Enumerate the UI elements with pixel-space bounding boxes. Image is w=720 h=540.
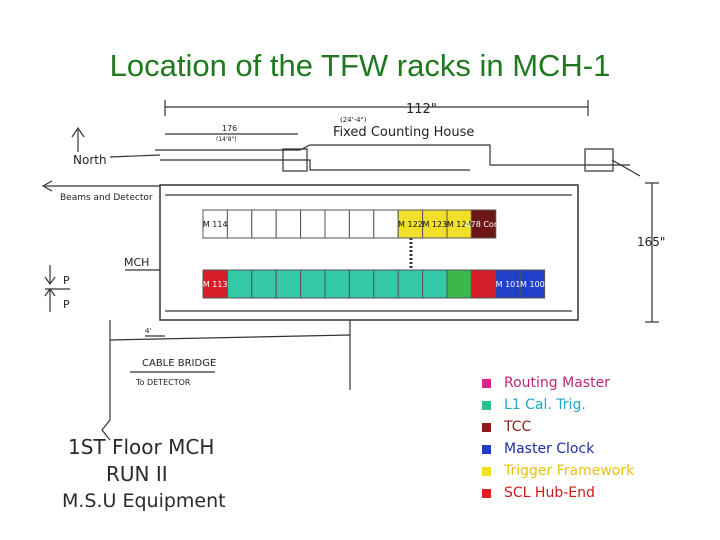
legend-swatch bbox=[482, 422, 491, 432]
depth-label: 165" bbox=[637, 235, 665, 249]
legend-label: Routing Master bbox=[504, 375, 610, 391]
bottom-rack bbox=[348, 269, 375, 299]
bottom-rack bbox=[470, 269, 497, 299]
p-label-2: P bbox=[63, 298, 70, 311]
legend-swatch bbox=[482, 400, 491, 410]
legend-label: TCC bbox=[504, 419, 532, 435]
top-rack bbox=[373, 209, 399, 239]
top-rack bbox=[348, 209, 375, 239]
top-rack bbox=[446, 209, 472, 239]
counting-house-outline bbox=[155, 144, 630, 166]
counting-house-box-left bbox=[282, 148, 308, 172]
bottom-rack bbox=[446, 269, 472, 299]
mch-label: MCH bbox=[124, 256, 149, 269]
top-rack-label: M 122 bbox=[398, 220, 423, 229]
legend-item: SCL Hub-End bbox=[482, 482, 595, 504]
top-rack bbox=[397, 209, 424, 239]
legend-swatch bbox=[482, 444, 491, 454]
top-rack-label: M 114 bbox=[203, 220, 228, 229]
overall-dimension-label: 112" bbox=[406, 102, 437, 117]
legend-swatch bbox=[482, 488, 491, 498]
bottom-rack-label: M 100 bbox=[520, 280, 545, 289]
top-rack bbox=[324, 209, 350, 239]
cable-bridge-outline bbox=[101, 320, 111, 441]
msu-note: M.S.U Equipment bbox=[62, 490, 226, 512]
bottom-rack bbox=[275, 269, 302, 299]
bottom-rack bbox=[422, 269, 448, 299]
counting-house-width-sub-label: (14'8") bbox=[216, 136, 237, 143]
bottom-rack bbox=[251, 269, 277, 299]
legend-swatch bbox=[482, 378, 491, 388]
legend-label: SCL Hub-End bbox=[504, 485, 595, 501]
legend-label: L1 Cal. Trig. bbox=[504, 397, 586, 413]
bottom-rack bbox=[519, 269, 546, 299]
legend-item: L1 Cal. Trig. bbox=[482, 394, 586, 416]
top-rack bbox=[300, 209, 326, 239]
mch-room-outline bbox=[159, 184, 579, 321]
bottom-rack bbox=[373, 269, 399, 299]
p-label-1: P bbox=[63, 274, 70, 287]
fixed-counting-house-label: Fixed Counting House bbox=[333, 125, 474, 140]
floor-note: 1ST Floor MCH bbox=[68, 435, 215, 459]
bottom-rack bbox=[397, 269, 424, 299]
top-rack-label: A78 Cont bbox=[465, 220, 502, 229]
top-rack bbox=[251, 209, 277, 239]
bottom-rack-label: M 101 bbox=[496, 280, 521, 289]
legend-label: Trigger Framework bbox=[504, 463, 635, 479]
top-rack-label: M 123 bbox=[422, 220, 447, 229]
counting-house-box-right bbox=[584, 148, 614, 172]
legend-item: TCC bbox=[482, 416, 531, 438]
page-title: Location of the TFW racks in MCH-1 bbox=[109, 48, 611, 83]
top-rack bbox=[226, 209, 253, 239]
legend-item: Trigger Framework bbox=[482, 460, 634, 482]
top-rack bbox=[275, 209, 302, 239]
cable-bridge-label: CABLE BRIDGE bbox=[142, 358, 216, 369]
north-label: North bbox=[73, 153, 107, 167]
top-rack bbox=[470, 209, 497, 239]
beams-detector-label: Beams and Detector bbox=[60, 193, 153, 203]
bottom-rack bbox=[495, 269, 521, 299]
legend-label: Master Clock bbox=[504, 441, 595, 457]
legend-item: Master Clock bbox=[482, 438, 594, 460]
counting-house-sub-label: (24'-4") bbox=[340, 116, 367, 124]
top-rack-label: M 124 bbox=[447, 220, 472, 229]
to-detector-label: To DETECTOR bbox=[135, 378, 191, 387]
legend-item: Routing Master bbox=[482, 372, 610, 394]
counting-house-width-label: 176 bbox=[222, 124, 237, 133]
bottom-rack bbox=[226, 269, 253, 299]
run-note: RUN II bbox=[106, 462, 168, 486]
legend-swatch bbox=[482, 466, 491, 476]
bottom-rack bbox=[324, 269, 350, 299]
bottom-rack bbox=[300, 269, 326, 299]
cable-bridge-width-label: 4' bbox=[145, 327, 151, 335]
bottom-rack-label: M 113 bbox=[203, 280, 228, 289]
top-rack bbox=[202, 209, 228, 239]
top-rack bbox=[422, 209, 448, 239]
